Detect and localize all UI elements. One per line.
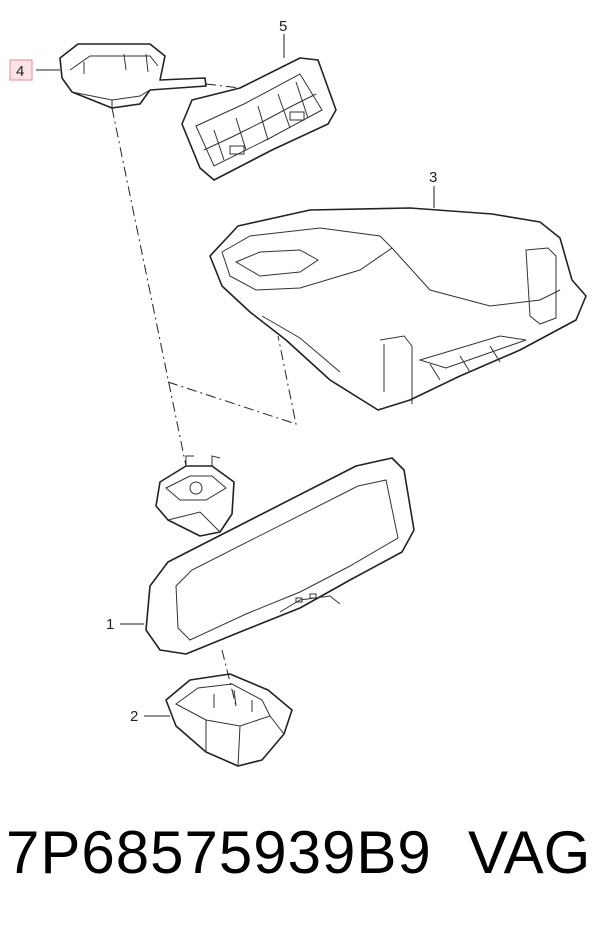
assembly-line-mount (111, 107, 187, 467)
assembly-line-cover-5 (205, 83, 241, 89)
callout-5: 5 (279, 18, 287, 35)
callout-4-highlight (9, 59, 33, 81)
part-4-mount-bracket[interactable] (59, 43, 207, 109)
callout-2: 2 (130, 708, 138, 725)
brand-name: VAG (468, 819, 591, 886)
part-5-cover-plate[interactable] (181, 57, 337, 181)
assembly-line-lower-cover (221, 649, 237, 707)
part-number: 7P68575939B9 (6, 819, 432, 886)
part-1-rearview-mirror[interactable] (145, 457, 415, 655)
callout-1: 1 (106, 616, 114, 633)
part-3-housing-cover[interactable] (209, 207, 587, 411)
callout-4: 4 (16, 63, 24, 80)
mirror-mount-connector[interactable] (155, 455, 235, 537)
part-2-lower-cover[interactable] (165, 673, 293, 767)
callout-3: 3 (429, 169, 437, 186)
assembly-line-housing (167, 335, 297, 425)
